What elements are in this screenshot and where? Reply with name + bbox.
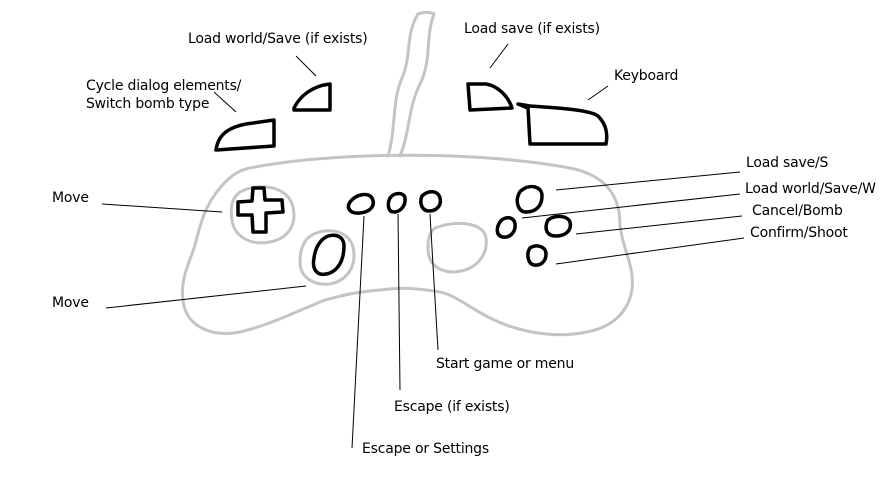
leader-line-keyboard bbox=[587, 85, 609, 101]
label-move-dpad: Move bbox=[52, 190, 89, 206]
leader-line-load-save-top bbox=[489, 43, 509, 69]
dpad-surround bbox=[229, 185, 296, 245]
start-button bbox=[419, 190, 443, 213]
label-cycle-dialog: Cycle dialog elements/ Switch bomb type bbox=[86, 77, 241, 113]
leader-line-escape-settings bbox=[351, 215, 365, 449]
face-button-bottom bbox=[526, 244, 548, 267]
leader-line-load-save-s bbox=[555, 171, 741, 191]
left-stick-surround bbox=[298, 229, 356, 286]
label-cycle-dialog-line2: Switch bomb type bbox=[86, 96, 210, 112]
controller-cable-tip bbox=[416, 11, 436, 16]
controller-cable-edge bbox=[398, 12, 436, 158]
escape-button bbox=[386, 191, 407, 214]
leader-line-move-dpad bbox=[101, 203, 223, 213]
left-stick-button bbox=[311, 233, 346, 277]
escape-or-settings-button bbox=[346, 192, 375, 215]
label-load-save-s: Load save/S bbox=[746, 155, 829, 171]
leader-line-start bbox=[429, 213, 439, 351]
right-trigger bbox=[516, 102, 609, 146]
left-trigger bbox=[214, 118, 276, 152]
leader-line-cancel-bomb bbox=[575, 215, 743, 235]
label-confirm-shoot: Confirm/Shoot bbox=[750, 225, 848, 241]
label-escape-if-exists: Escape (if exists) bbox=[394, 399, 510, 415]
face-button-left bbox=[495, 216, 517, 239]
label-start-game: Start game or menu bbox=[436, 356, 574, 372]
label-keyboard: Keyboard bbox=[614, 68, 679, 84]
leader-line-load-world-save-w bbox=[521, 193, 741, 219]
controller-body-outline bbox=[180, 153, 634, 337]
label-cycle-dialog-line1: Cycle dialog elements/ bbox=[86, 78, 242, 94]
controller-cable bbox=[386, 12, 420, 158]
leader-line-cycle-dialog bbox=[213, 91, 237, 113]
face-button-right bbox=[544, 214, 573, 238]
right-bumper bbox=[466, 82, 514, 112]
label-load-world-save-w: Load world/Save/W bbox=[745, 181, 876, 197]
label-cancel-bomb: Cancel/Bomb bbox=[752, 203, 843, 219]
leader-line-move-stick bbox=[105, 285, 307, 309]
label-escape-or-settings: Escape or Settings bbox=[362, 441, 489, 457]
leader-line-escape bbox=[397, 213, 401, 391]
leader-line-load-world-save-top bbox=[295, 55, 317, 77]
left-bumper bbox=[292, 82, 332, 112]
leader-line-confirm-shoot bbox=[555, 237, 745, 265]
dpad-button bbox=[236, 186, 285, 234]
label-load-world-save-top: Load world/Save (if exists) bbox=[188, 31, 368, 47]
face-button-top bbox=[515, 184, 544, 214]
label-move-stick: Move bbox=[52, 295, 89, 311]
label-load-save-top: Load save (if exists) bbox=[464, 21, 600, 37]
right-stick bbox=[426, 221, 488, 274]
